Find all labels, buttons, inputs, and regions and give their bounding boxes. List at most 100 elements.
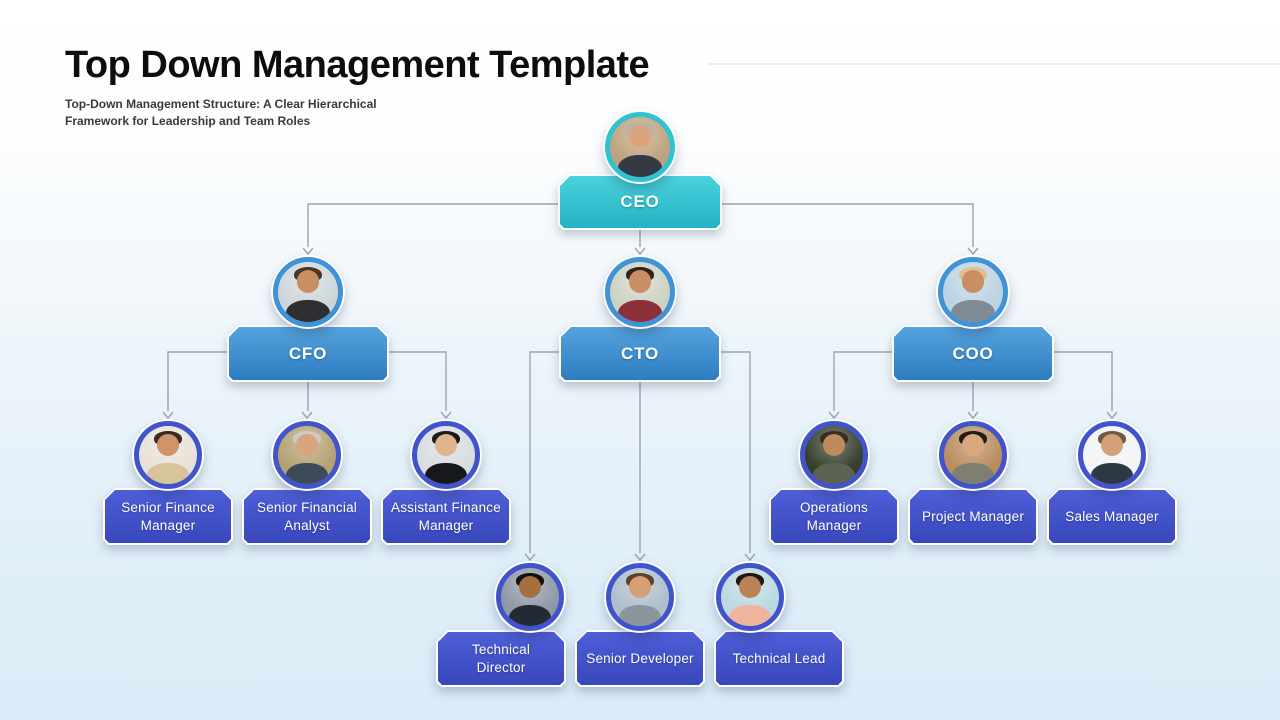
person-head [822, 433, 845, 456]
role-box-fill: Sales Manager [1049, 490, 1175, 543]
role-label: Sales Manager [1065, 508, 1159, 524]
avatar-coo[interactable] [938, 257, 1008, 327]
arrowhead-icon [967, 247, 979, 256]
avatar-td[interactable] [496, 563, 564, 631]
role-box-fill: CFO [229, 327, 387, 380]
avatar-sd[interactable] [606, 563, 674, 631]
role-box-td[interactable]: Technical Director [436, 630, 566, 687]
connector-line [721, 351, 751, 553]
arrowhead-icon [744, 553, 756, 562]
role-box-fill: Senior Finance Manager [105, 490, 231, 543]
person-head [156, 433, 179, 456]
person-torso [424, 463, 468, 484]
role-label: Operations Manager [799, 499, 869, 533]
person-torso [285, 463, 329, 484]
connector-line [722, 203, 974, 247]
role-label: CEO [620, 192, 660, 211]
person-torso [617, 155, 663, 177]
avatar-photo [417, 426, 475, 484]
role-box-ceo[interactable]: CEO [558, 174, 722, 230]
role-label: CTO [621, 343, 659, 363]
role-box-fill: COO [894, 327, 1052, 380]
role-box-om[interactable]: Operations Manager [769, 488, 899, 545]
role-box-fill: Technical Lead [716, 632, 842, 685]
avatar-photo [139, 426, 197, 484]
role-box-coo[interactable]: COO [892, 325, 1054, 382]
role-box-cto[interactable]: CTO [559, 325, 721, 382]
avatar-photo [501, 568, 559, 626]
avatar-photo [278, 262, 338, 322]
role-label: Technical Director [471, 641, 531, 675]
role-box-fill: CTO [561, 327, 719, 380]
connector-line [529, 351, 559, 553]
person-head [518, 575, 541, 598]
role-box-pm[interactable]: Project Manager [908, 488, 1038, 545]
role-box-cfo[interactable]: CFO [227, 325, 389, 382]
role-box-border: Technical Lead [714, 630, 844, 687]
avatar-photo [278, 426, 336, 484]
role-box-fill: Project Manager [910, 490, 1036, 543]
person-torso [285, 300, 331, 322]
person-head [434, 433, 457, 456]
person-torso [617, 300, 663, 322]
arrowhead-icon [301, 411, 313, 420]
arrowhead-icon [634, 247, 646, 256]
role-label: Project Manager [921, 508, 1025, 524]
role-box-fill: Operations Manager [771, 490, 897, 543]
avatar-cto[interactable] [605, 257, 675, 327]
person-torso [508, 605, 552, 626]
avatar-afm[interactable] [412, 421, 480, 489]
avatar-pm[interactable] [939, 421, 1007, 489]
person-torso [618, 605, 662, 626]
connector-line [307, 203, 558, 247]
role-box-tl[interactable]: Technical Lead [714, 630, 844, 687]
role-box-border: Sales Manager [1047, 488, 1177, 545]
role-box-fill: Senior Developer [577, 632, 703, 685]
page-subtitle: Top-Down Management Structure: A Clear H… [65, 96, 425, 131]
avatar-sm[interactable] [1078, 421, 1146, 489]
avatar-sfm[interactable] [134, 421, 202, 489]
avatar-ceo[interactable] [605, 112, 675, 182]
role-box-fill: Assistant Finance Manager [383, 490, 509, 543]
role-box-border: CTO [559, 325, 721, 382]
avatar-photo [805, 426, 863, 484]
role-box-sd[interactable]: Senior Developer [575, 630, 705, 687]
person-head [628, 124, 652, 148]
role-box-border: COO [892, 325, 1054, 382]
role-box-border: Technical Director [436, 630, 566, 687]
connector-line [167, 351, 227, 411]
avatar-photo [721, 568, 779, 626]
avatar-om[interactable] [800, 421, 868, 489]
person-torso [1090, 463, 1134, 484]
arrowhead-icon [440, 411, 452, 420]
person-torso [950, 300, 996, 322]
person-head [961, 433, 984, 456]
connector-line [1054, 351, 1113, 411]
role-box-sm[interactable]: Sales Manager [1047, 488, 1177, 545]
role-label: Senior Finance Manager [121, 499, 215, 533]
role-box-afm[interactable]: Assistant Finance Manager [381, 488, 511, 545]
arrowhead-icon [162, 411, 174, 420]
role-box-sfm[interactable]: Senior Finance Manager [103, 488, 233, 545]
person-head [1100, 433, 1123, 456]
avatar-photo [944, 426, 1002, 484]
page-subtitle-line1: Top-Down Management Structure: A Clear H… [65, 97, 377, 111]
connector-line [389, 351, 447, 411]
role-box-fill: CEO [560, 176, 720, 228]
person-head [628, 269, 652, 293]
avatar-tl[interactable] [716, 563, 784, 631]
arrowhead-icon [634, 553, 646, 562]
role-box-sfa[interactable]: Senior Financial Analyst [242, 488, 372, 545]
arrowhead-icon [1106, 411, 1118, 420]
person-torso [951, 463, 995, 484]
avatar-cfo[interactable] [273, 257, 343, 327]
role-label: COO [952, 343, 994, 363]
role-box-border: Operations Manager [769, 488, 899, 545]
avatar-photo [610, 262, 670, 322]
avatar-sfa[interactable] [273, 421, 341, 489]
role-label: CFO [288, 343, 328, 363]
role-label: Technical Lead [732, 650, 826, 666]
